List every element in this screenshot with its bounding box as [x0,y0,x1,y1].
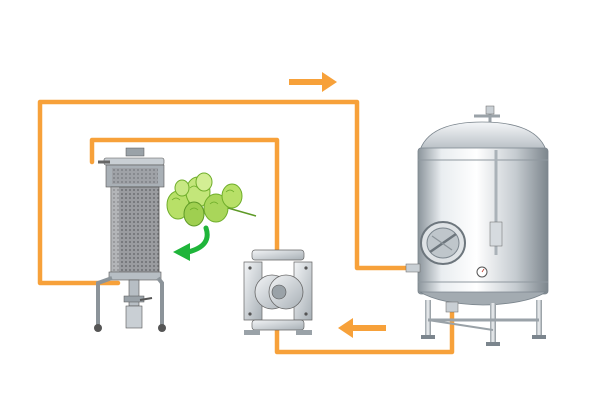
hop-cones [166,172,257,227]
pipe-filter-to-pump [89,137,280,253]
flow-arrow-bottom [338,318,386,338]
pipe-outer-loop [37,99,413,286]
pipe-network [37,99,455,355]
bright-beer-tank [405,105,549,346]
flow-arrow-top [289,72,337,92]
pipe-tank-to-pump [274,309,455,355]
diaphragm-pump [243,249,313,335]
hop-addition-arrow [173,225,210,261]
hop-filter [94,147,166,332]
